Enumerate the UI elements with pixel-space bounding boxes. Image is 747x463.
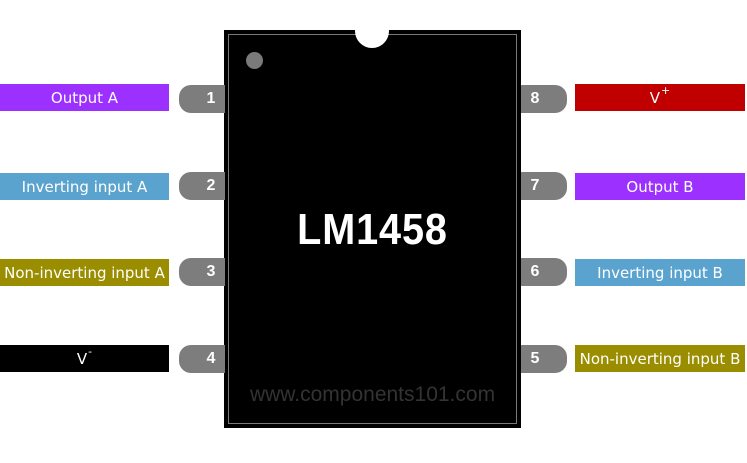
pin1-indicator-dot bbox=[246, 52, 263, 69]
pin-label-text: Non-inverting input A bbox=[4, 263, 165, 282]
pin-number: 7 bbox=[530, 177, 540, 194]
pin-number: 3 bbox=[206, 263, 216, 280]
pin-label-superscript: - bbox=[88, 345, 93, 358]
pin-label-text: V bbox=[649, 88, 661, 107]
pin-label-text: Inverting input B bbox=[597, 263, 723, 282]
pin-label-text: V bbox=[76, 349, 88, 368]
pin-8-label: V+ bbox=[575, 84, 745, 111]
watermark-text: www.components101.com bbox=[249, 383, 496, 406]
pin-5: 5 bbox=[521, 345, 567, 373]
orientation-notch bbox=[355, 14, 389, 48]
pin-6-label: Inverting input B bbox=[575, 259, 745, 286]
pin-2: 2 bbox=[179, 172, 225, 200]
pin-label-text: Output B bbox=[626, 177, 694, 196]
pin-number: 1 bbox=[206, 90, 216, 107]
pin-4-label: V- bbox=[0, 345, 169, 372]
pin-label-text: Inverting input A bbox=[21, 177, 148, 196]
pin-label-text: Non-inverting input B bbox=[579, 349, 741, 368]
pin-number: 2 bbox=[206, 177, 216, 194]
pin-number: 6 bbox=[530, 263, 540, 280]
pin-label-superscript: + bbox=[661, 84, 671, 97]
pin-5-label: Non-inverting input B bbox=[575, 345, 745, 372]
pin-2-label: Inverting input A bbox=[0, 173, 169, 200]
pin-7-label: Output B bbox=[575, 173, 745, 200]
pin-number: 8 bbox=[530, 90, 540, 107]
ic-package-body bbox=[224, 30, 521, 428]
pin-7: 7 bbox=[521, 172, 567, 200]
pin-label-text: Output A bbox=[50, 88, 119, 107]
pin-4: 4 bbox=[179, 345, 225, 373]
pin-6: 6 bbox=[521, 258, 567, 286]
pin-1: 1 bbox=[179, 85, 225, 113]
pin-1-label: Output A bbox=[0, 84, 169, 111]
pin-8: 8 bbox=[521, 85, 567, 113]
pin-3-label: Non-inverting input A bbox=[0, 259, 169, 286]
pin-number: 5 bbox=[530, 350, 540, 367]
pin-number: 4 bbox=[206, 350, 216, 367]
chip-part-number: LM1458 bbox=[297, 205, 448, 254]
pin-3: 3 bbox=[179, 258, 225, 286]
